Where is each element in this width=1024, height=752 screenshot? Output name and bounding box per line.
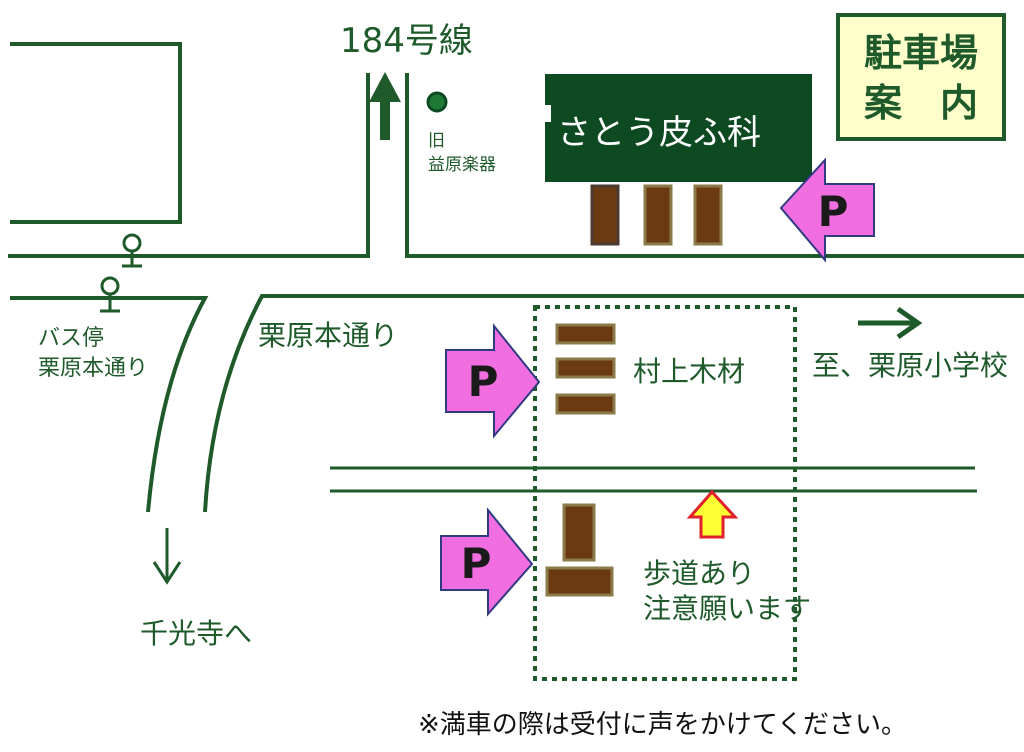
caution-line-2: 注意願います xyxy=(643,592,811,625)
parking-slot xyxy=(643,184,673,246)
caution-arrow-icon xyxy=(686,489,739,539)
road-main-south-left xyxy=(10,296,209,513)
title-box: 駐車場 案 内 xyxy=(836,13,1006,141)
road-upper-left xyxy=(8,73,370,258)
parking-slot xyxy=(555,393,616,415)
parking-slot xyxy=(562,503,596,562)
caution-line-1: 歩道あり xyxy=(643,557,755,590)
bus-stop-label-1: バス停 xyxy=(38,326,104,351)
route-label: 184号線 xyxy=(340,21,473,61)
parking-letter: P xyxy=(818,187,849,236)
landmark-label-1: 旧 xyxy=(428,131,445,151)
down-arrow-icon xyxy=(152,528,182,585)
parking-slot xyxy=(545,566,614,597)
parking-arrow-lower: P xyxy=(440,507,534,617)
title-line-2: 案 内 xyxy=(864,81,978,125)
parking-slot xyxy=(693,184,723,246)
parking-slot xyxy=(555,323,616,345)
bus-stop-icon xyxy=(100,276,120,313)
bus-stop-label-2: 栗原本通り xyxy=(38,356,148,381)
parking-arrow-clinic: P xyxy=(779,157,875,263)
road-upper-right xyxy=(405,73,1024,258)
clinic-name: さとう皮ふ科 xyxy=(557,113,761,153)
lumber-label: 村上木材 xyxy=(633,355,745,388)
school-label: 至、栗原小学校 xyxy=(812,349,1008,382)
temple-label: 千光寺へ xyxy=(140,617,252,650)
building-outline xyxy=(10,42,182,224)
right-arrow-icon xyxy=(858,306,923,340)
parking-letter: P xyxy=(468,357,499,406)
street-label: 栗原本通り xyxy=(258,319,398,352)
road-main-south-right xyxy=(203,294,1024,513)
parking-letter: P xyxy=(461,539,492,588)
title-line-1: 駐車場 xyxy=(864,31,978,75)
footer-note: ※満車の際は受付に声をかけてください。 xyxy=(418,710,907,740)
parking-arrow-lumber: P xyxy=(445,323,541,439)
parking-slot xyxy=(555,357,616,379)
up-arrow-icon xyxy=(369,72,401,140)
landmark-label-2: 益原楽器 xyxy=(428,155,496,175)
bus-stop-icon xyxy=(122,233,142,268)
parking-slot xyxy=(590,184,620,246)
clinic-building: さとう皮ふ科 xyxy=(535,74,812,182)
landmark-dot-icon xyxy=(426,91,448,113)
parking-area-boundary xyxy=(533,305,797,681)
